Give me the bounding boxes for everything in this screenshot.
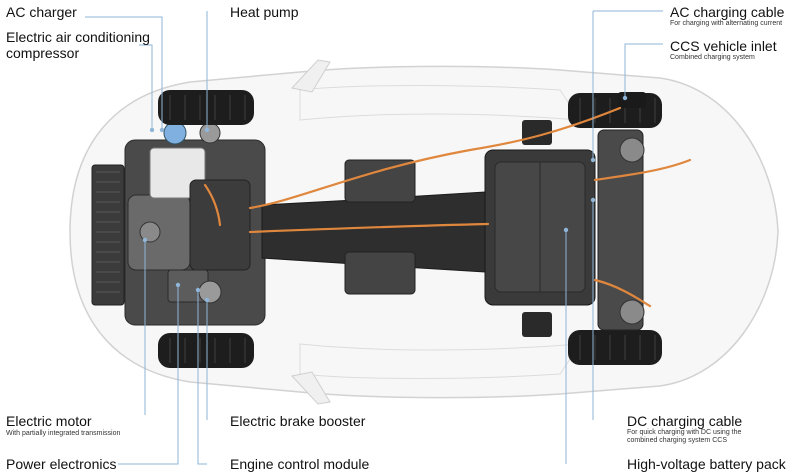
rear-right-brake-disc xyxy=(619,299,645,325)
brake-booster-unit xyxy=(198,280,222,304)
label-engine-control: Engine control module xyxy=(230,456,370,472)
label-ac-charging-cable: AC charging cable xyxy=(670,4,785,20)
leader-dots xyxy=(142,95,628,303)
label-ac-charging-cable-sub: For charging with alternating current xyxy=(670,20,783,27)
label-brake-booster: Electric brake booster xyxy=(230,413,366,429)
radiator-fins xyxy=(96,171,120,293)
mirror-bottom xyxy=(291,371,331,405)
label-ac-compressor: Electric air conditioning compressor xyxy=(6,29,150,61)
ac-compressor-unit xyxy=(163,121,187,145)
heat-pump-unit xyxy=(199,122,221,144)
radiator xyxy=(91,164,125,306)
label-electric-motor-sub: With partially integrated transmission xyxy=(6,430,121,437)
front-left-tire xyxy=(158,90,254,125)
label-dc-charging-cable: DC charging cable xyxy=(627,413,743,429)
vw-badge xyxy=(139,221,161,243)
label-dc-charging-cable-sub-1: For quick charging with DC using the xyxy=(627,429,742,436)
label-ac-charger: AC charger xyxy=(6,4,77,20)
mirror-top xyxy=(291,59,331,93)
tire-treads xyxy=(169,95,656,363)
label-electric-motor: Electric motor xyxy=(6,413,92,429)
ccs-inlet-unit xyxy=(618,92,646,108)
leader-lines xyxy=(85,10,663,465)
label-heat-pump: Heat pump xyxy=(230,4,299,20)
battery-module-front-top xyxy=(344,159,416,203)
label-dc-charging-cable-sub-2: combined charging system CCS xyxy=(627,437,727,444)
label-battery-pack: High-voltage battery pack xyxy=(627,456,786,472)
rear-right-tire xyxy=(568,330,662,365)
label-ccs-inlet-sub: Combined charging system xyxy=(670,54,755,61)
battery-module-front-bottom xyxy=(344,251,416,295)
label-ccs-inlet: CCS vehicle inlet xyxy=(670,38,777,54)
front-right-tire xyxy=(158,333,254,368)
rear-right-bracket xyxy=(522,312,552,337)
rear-axle-beam xyxy=(597,129,644,331)
hv-cables xyxy=(203,106,692,308)
label-power-electronics: Power electronics xyxy=(6,456,117,472)
rear-left-brake-disc xyxy=(619,137,645,163)
